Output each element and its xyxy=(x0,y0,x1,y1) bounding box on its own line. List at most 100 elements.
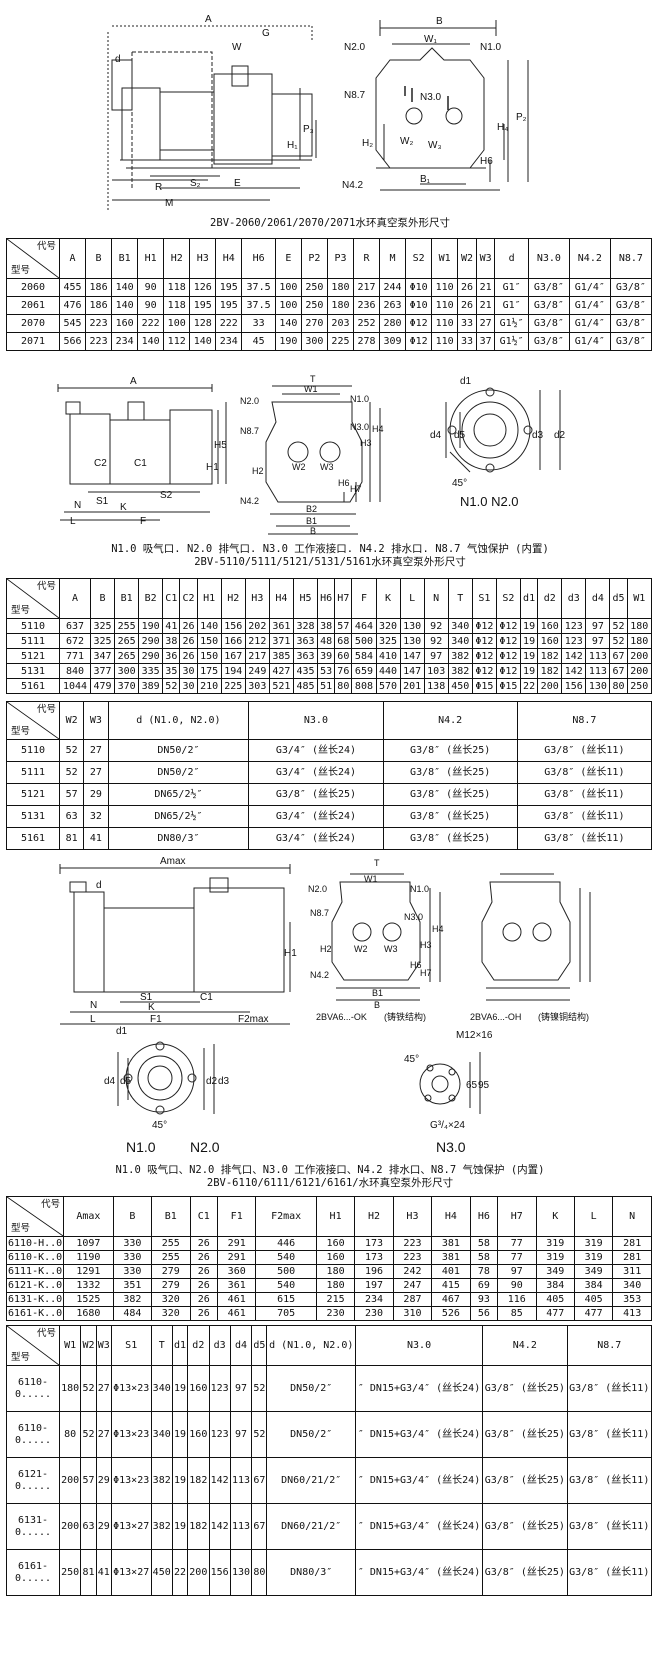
value-cell: 360 xyxy=(216,1264,257,1279)
value-cell: 52 xyxy=(251,1365,268,1412)
value-cell: 180 xyxy=(326,296,354,315)
label-W3: W3 xyxy=(384,944,398,954)
value-cell: 202 xyxy=(244,618,270,634)
value-cell: 52 xyxy=(58,761,85,784)
label-H2: H2 xyxy=(252,466,264,476)
model-cell: 5111 xyxy=(6,633,60,649)
value-cell: 325 xyxy=(89,618,116,634)
value-cell: 319 xyxy=(573,1250,614,1265)
value-cell: DN80/3″ xyxy=(107,827,250,850)
value-cell: 584 xyxy=(351,648,377,664)
value-cell: 27 xyxy=(95,1411,112,1458)
value-cell: 705 xyxy=(255,1306,317,1321)
value-cell: 659 xyxy=(351,663,377,679)
value-cell: 52 xyxy=(609,618,628,634)
label-N8: N8.7 xyxy=(240,426,259,436)
value-cell: 186 xyxy=(85,296,113,315)
value-cell: 290 xyxy=(138,648,164,664)
label-S1: S1 xyxy=(96,496,109,507)
label-H4: H4 xyxy=(372,424,384,434)
value-cell: Φ12 xyxy=(471,618,497,634)
column-header: H4 xyxy=(431,1196,471,1237)
label-N: N xyxy=(74,500,81,511)
value-cell: G3/8″ (丝长25) xyxy=(382,827,518,850)
label-S1: S1 xyxy=(140,992,153,1003)
value-cell: G1/4″ xyxy=(568,314,611,333)
value-cell: G3/8″ (丝长11) xyxy=(566,1457,653,1504)
value-cell: ″ DN15+G3/4″ (丝长24) xyxy=(354,1365,484,1412)
value-cell: 377 xyxy=(89,663,116,679)
value-cell: 1332 xyxy=(63,1278,114,1293)
column-header: d (N1.0, N2.0) xyxy=(107,701,250,740)
value-cell: 340 xyxy=(447,633,473,649)
column-header: d3 xyxy=(561,578,587,619)
value-cell: 113 xyxy=(585,663,611,679)
label-H2: H2 xyxy=(320,944,332,954)
label-N4: N4.2 xyxy=(310,970,329,980)
value-cell: 19 xyxy=(519,633,539,649)
column-header: N8.7 xyxy=(516,701,653,740)
value-cell: 26 xyxy=(179,633,198,649)
column-header: N xyxy=(612,1196,652,1237)
value-cell: 361 xyxy=(268,618,294,634)
value-cell: 252 xyxy=(352,314,381,333)
value-cell: 36 xyxy=(162,648,181,664)
value-cell: G3/8″ (丝长11) xyxy=(516,739,653,762)
label-P2: P₂ xyxy=(516,112,527,123)
column-header: B xyxy=(112,1196,153,1237)
value-cell: 22 xyxy=(171,1549,189,1596)
value-cell: 309 xyxy=(379,332,407,351)
value-cell: 80 xyxy=(58,1411,82,1458)
value-cell: DN80/3″ xyxy=(266,1549,356,1596)
value-cell: 435 xyxy=(292,663,319,679)
model-cell: 5110 xyxy=(6,739,60,762)
value-cell: 319 xyxy=(535,1236,575,1251)
value-cell: G3/8″ (丝长11) xyxy=(566,1365,653,1412)
value-cell: 21 xyxy=(475,296,496,315)
value-cell: 540 xyxy=(255,1250,317,1265)
value-cell: 281 xyxy=(612,1250,652,1265)
value-cell: 455 xyxy=(58,278,87,297)
corner-code-label: 代号 xyxy=(36,704,56,715)
label-K: K xyxy=(148,1002,155,1013)
column-header: H4 xyxy=(215,238,243,279)
value-cell: 142 xyxy=(561,663,587,679)
value-cell: 116 xyxy=(497,1292,537,1307)
column-header: d2 xyxy=(187,1325,210,1366)
value-cell: 147 xyxy=(399,663,425,679)
value-cell: 110 xyxy=(431,278,459,297)
value-cell: 33 xyxy=(457,314,477,333)
label-W1: W1 xyxy=(304,384,318,394)
value-cell: 19 xyxy=(519,663,539,679)
value-cell: 160 xyxy=(315,1236,356,1251)
model-cell: 6131-0..... xyxy=(6,1503,60,1550)
column-header: N4.2 xyxy=(382,701,518,740)
column-header: F xyxy=(351,578,377,619)
value-cell: 225 xyxy=(220,678,246,694)
value-cell: 103 xyxy=(423,663,449,679)
value-cell: 140 xyxy=(189,332,217,351)
label-ports: N1.0 N2.0 xyxy=(460,494,519,509)
value-cell: G3/8″ (丝长25) xyxy=(382,761,518,784)
label-W2: W2 xyxy=(354,944,368,954)
model-cell: 5131 xyxy=(6,663,60,679)
value-cell: 410 xyxy=(375,648,401,664)
value-cell: 382 xyxy=(112,1292,153,1307)
value-cell: 160 xyxy=(537,618,563,634)
value-cell: 52 xyxy=(80,1365,97,1412)
value-cell: 175 xyxy=(196,663,222,679)
label-Amax: Amax xyxy=(160,856,186,867)
value-cell: 147 xyxy=(399,648,425,664)
value-cell: G3/8″ xyxy=(609,296,653,315)
label-H1: H₁ xyxy=(287,140,298,151)
value-cell: G3/4″ (丝长24) xyxy=(248,827,384,850)
value-cell: 320 xyxy=(151,1306,191,1321)
value-cell: 236 xyxy=(352,296,381,315)
